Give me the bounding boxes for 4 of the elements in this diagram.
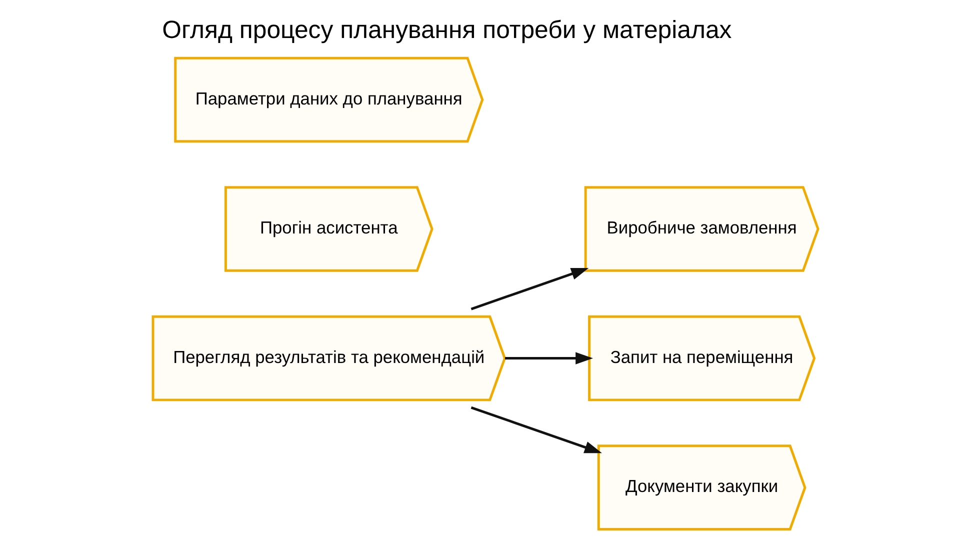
arrow bbox=[470, 406, 602, 454]
arrow bbox=[470, 268, 588, 310]
diagram-title: Огляд процесу планування потреби у матеріалах bbox=[162, 16, 732, 44]
arrow bbox=[504, 352, 592, 364]
